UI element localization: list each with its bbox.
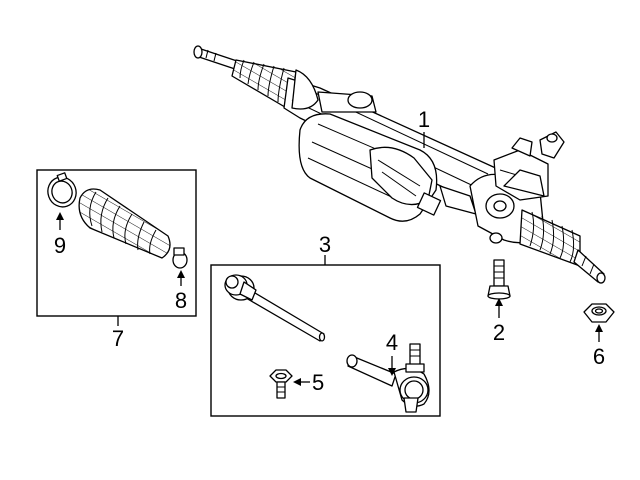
clamp-part-9 (47, 172, 77, 208)
bellows-boot-part (78, 188, 171, 259)
right-bellows-boot (519, 209, 581, 267)
screw-part-5 (269, 369, 293, 399)
right-inner-rod (573, 249, 606, 284)
callout-label-2: 2 (493, 320, 505, 345)
callout-label-7: 7 (112, 326, 124, 351)
inner-tie-rod-part (224, 274, 326, 342)
callout-label-8: 8 (175, 288, 187, 313)
boot-kit-frame (36, 169, 197, 317)
callout-2: 2 (493, 298, 505, 345)
left-bellows-boot (231, 59, 297, 111)
left-inner-rod (193, 45, 241, 71)
callout-3: 3 (319, 232, 331, 265)
callout-6: 6 (593, 324, 605, 369)
callout-8: 8 (175, 270, 187, 313)
callout-label-6: 6 (593, 344, 605, 369)
electric-motor-unit (298, 113, 477, 222)
callout-7: 7 (112, 316, 124, 351)
callout-label-3: 3 (319, 232, 331, 257)
callout-1: 1 (418, 107, 430, 148)
callout-label-4: 4 (386, 330, 398, 355)
callout-label-1: 1 (418, 107, 430, 132)
nut-part-6 (583, 303, 615, 323)
callout-4: 4 (386, 330, 398, 376)
bolt-part-2 (487, 259, 511, 300)
outer-tie-rod-end-part (346, 343, 430, 413)
steering-gear-assembly (193, 45, 606, 284)
clamp-part-8 (172, 247, 188, 269)
callout-label-5: 5 (312, 370, 324, 395)
callout-5: 5 (293, 370, 324, 395)
callout-label-9: 9 (54, 233, 66, 258)
boot-kit-group (36, 169, 197, 317)
tie-rod-kit-group (210, 264, 441, 417)
callout-9: 9 (54, 212, 66, 258)
